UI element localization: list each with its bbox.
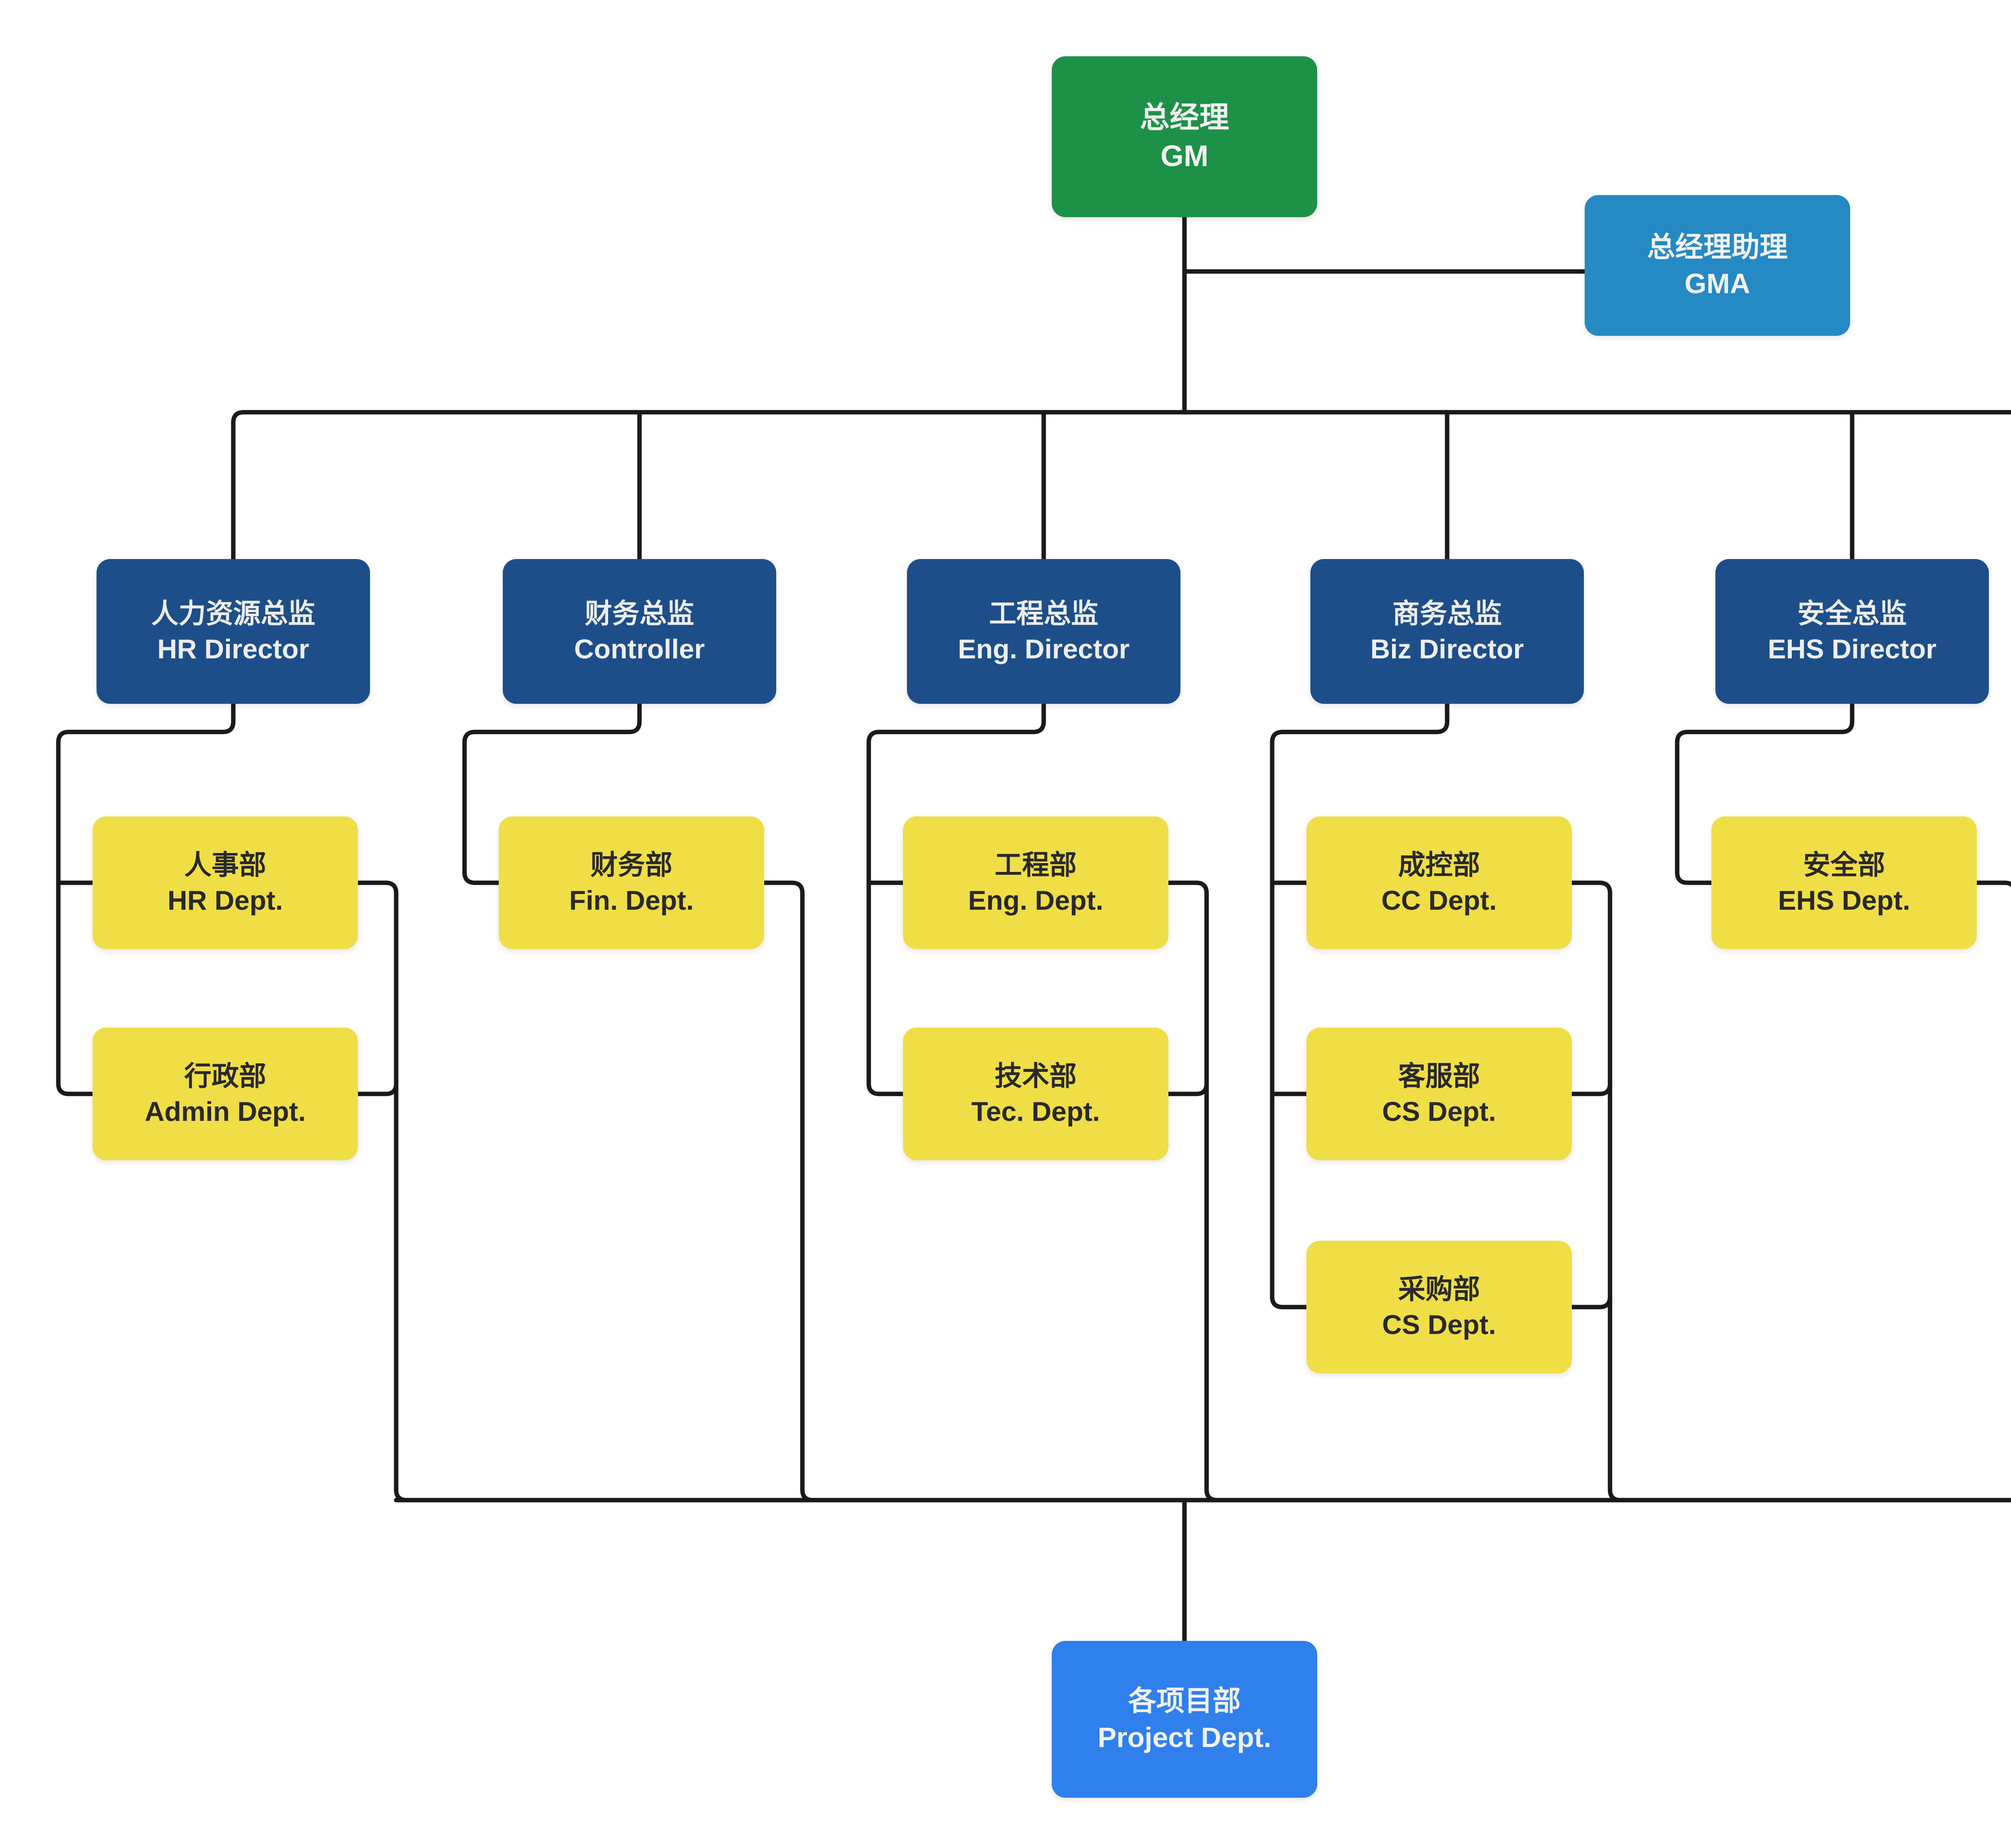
node-department-eng-1[interactable]: 技术部 Tec. Dept. — [903, 1028, 1168, 1160]
node-department-biz-1-label-en: CS Dept. — [1382, 1096, 1496, 1127]
node-director-fin[interactable]: 财务总监 Controller — [503, 559, 776, 704]
node-department-hr-0-label-cn: 人事部 — [184, 849, 266, 880]
node-gma-label-en: GMA — [1684, 268, 1750, 299]
node-department-biz-0[interactable]: 成控部 CC Dept. — [1306, 816, 1572, 949]
node-director-fin-label-en: Controller — [574, 634, 705, 664]
node-department-hr-1[interactable]: 行政部 Admin Dept. — [93, 1028, 358, 1160]
node-department-ehs-0[interactable]: 安全部 EHS Dept. — [1711, 816, 1977, 949]
node-department-fin-0-label-en: Fin. Dept. — [569, 885, 694, 916]
node-department-eng-1-label-en: Tec. Dept. — [971, 1096, 1100, 1127]
connector — [356, 880, 409, 1503]
node-director-eng-label-en: Eng. Director — [958, 634, 1130, 664]
node-director-hr[interactable]: 人力资源总监 HR Director — [97, 559, 370, 704]
node-department-eng-0-label-en: Eng. Dept. — [968, 885, 1104, 916]
node-department-biz-2-label-cn: 采购部 — [1398, 1274, 1480, 1305]
node-department-fin-0[interactable]: 财务部 Fin. Dept. — [499, 816, 764, 949]
node-director-ehs[interactable]: 安全总监 EHS Director — [1715, 559, 1989, 704]
node-department-hr-0-label-en: HR Dept. — [167, 885, 283, 916]
connector — [1569, 880, 1623, 1503]
node-gma-label-cn: 总经理助理 — [1647, 231, 1788, 263]
node-gm-assistant[interactable]: 总经理助理 GMA — [1585, 195, 1850, 336]
node-department-biz-1-label-cn: 客服部 — [1398, 1061, 1480, 1092]
node-project-department[interactable]: 各项目部 Project Dept. — [1052, 1641, 1317, 1798]
node-department-biz-1[interactable]: 客服部 CS Dept. — [1306, 1028, 1572, 1160]
node-department-biz-0-label-en: CC Dept. — [1381, 885, 1497, 916]
node-project-label-cn: 各项目部 — [1128, 1685, 1241, 1716]
connector — [1569, 1081, 1612, 1096]
node-department-fin-0-label-cn: 财务部 — [590, 849, 672, 880]
connector — [762, 880, 815, 1503]
node-director-eng-label-cn: 工程总监 — [989, 598, 1098, 629]
node-department-hr-0[interactable]: 人事部 HR Dept. — [93, 816, 358, 949]
node-department-hr-1-label-cn: 行政部 — [184, 1061, 266, 1092]
node-department-hr-1-label-en: Admin Dept. — [144, 1096, 306, 1127]
connector — [1270, 701, 1450, 1309]
node-project-label-en: Project Dept. — [1098, 1722, 1271, 1753]
node-gm-label-en: GM — [1160, 139, 1209, 173]
connector — [1974, 880, 2011, 887]
node-department-biz-2-label-en: CS Dept. — [1382, 1309, 1496, 1340]
connector — [231, 410, 2011, 561]
node-director-ehs-label-en: EHS Director — [1768, 634, 1937, 664]
node-department-biz-0-label-cn: 成控部 — [1398, 849, 1480, 880]
node-department-biz-2[interactable]: 采购部 CS Dept. — [1306, 1241, 1572, 1373]
node-director-biz-label-cn: 商务总监 — [1392, 598, 1502, 629]
node-director-biz[interactable]: 商务总监 Biz Director — [1310, 559, 1584, 704]
connector — [356, 1081, 399, 1096]
node-director-ehs-label-cn: 安全总监 — [1797, 598, 1907, 629]
connector — [1166, 880, 1219, 1503]
node-director-biz-label-en: Biz Director — [1370, 634, 1524, 664]
node-general-manager[interactable]: 总经理 GM — [1052, 56, 1317, 217]
node-director-hr-label-cn: 人力资源总监 — [151, 598, 315, 629]
node-department-ehs-0-label-cn: 安全部 — [1803, 849, 1885, 880]
node-department-eng-0-label-cn: 工程部 — [994, 849, 1077, 880]
connector — [1166, 1081, 1209, 1096]
node-director-fin-label-cn: 财务总监 — [584, 598, 694, 629]
node-department-eng-0[interactable]: 工程部 Eng. Dept. — [903, 816, 1168, 949]
node-director-hr-label-en: HR Director — [157, 634, 309, 664]
connector — [1569, 1294, 1612, 1309]
node-department-eng-1-label-cn: 技术部 — [994, 1061, 1077, 1092]
node-gm-label-cn: 总经理 — [1140, 100, 1229, 134]
node-director-eng[interactable]: 工程总监 Eng. Director — [907, 559, 1180, 704]
node-department-ehs-0-label-en: EHS Dept. — [1778, 885, 1910, 916]
